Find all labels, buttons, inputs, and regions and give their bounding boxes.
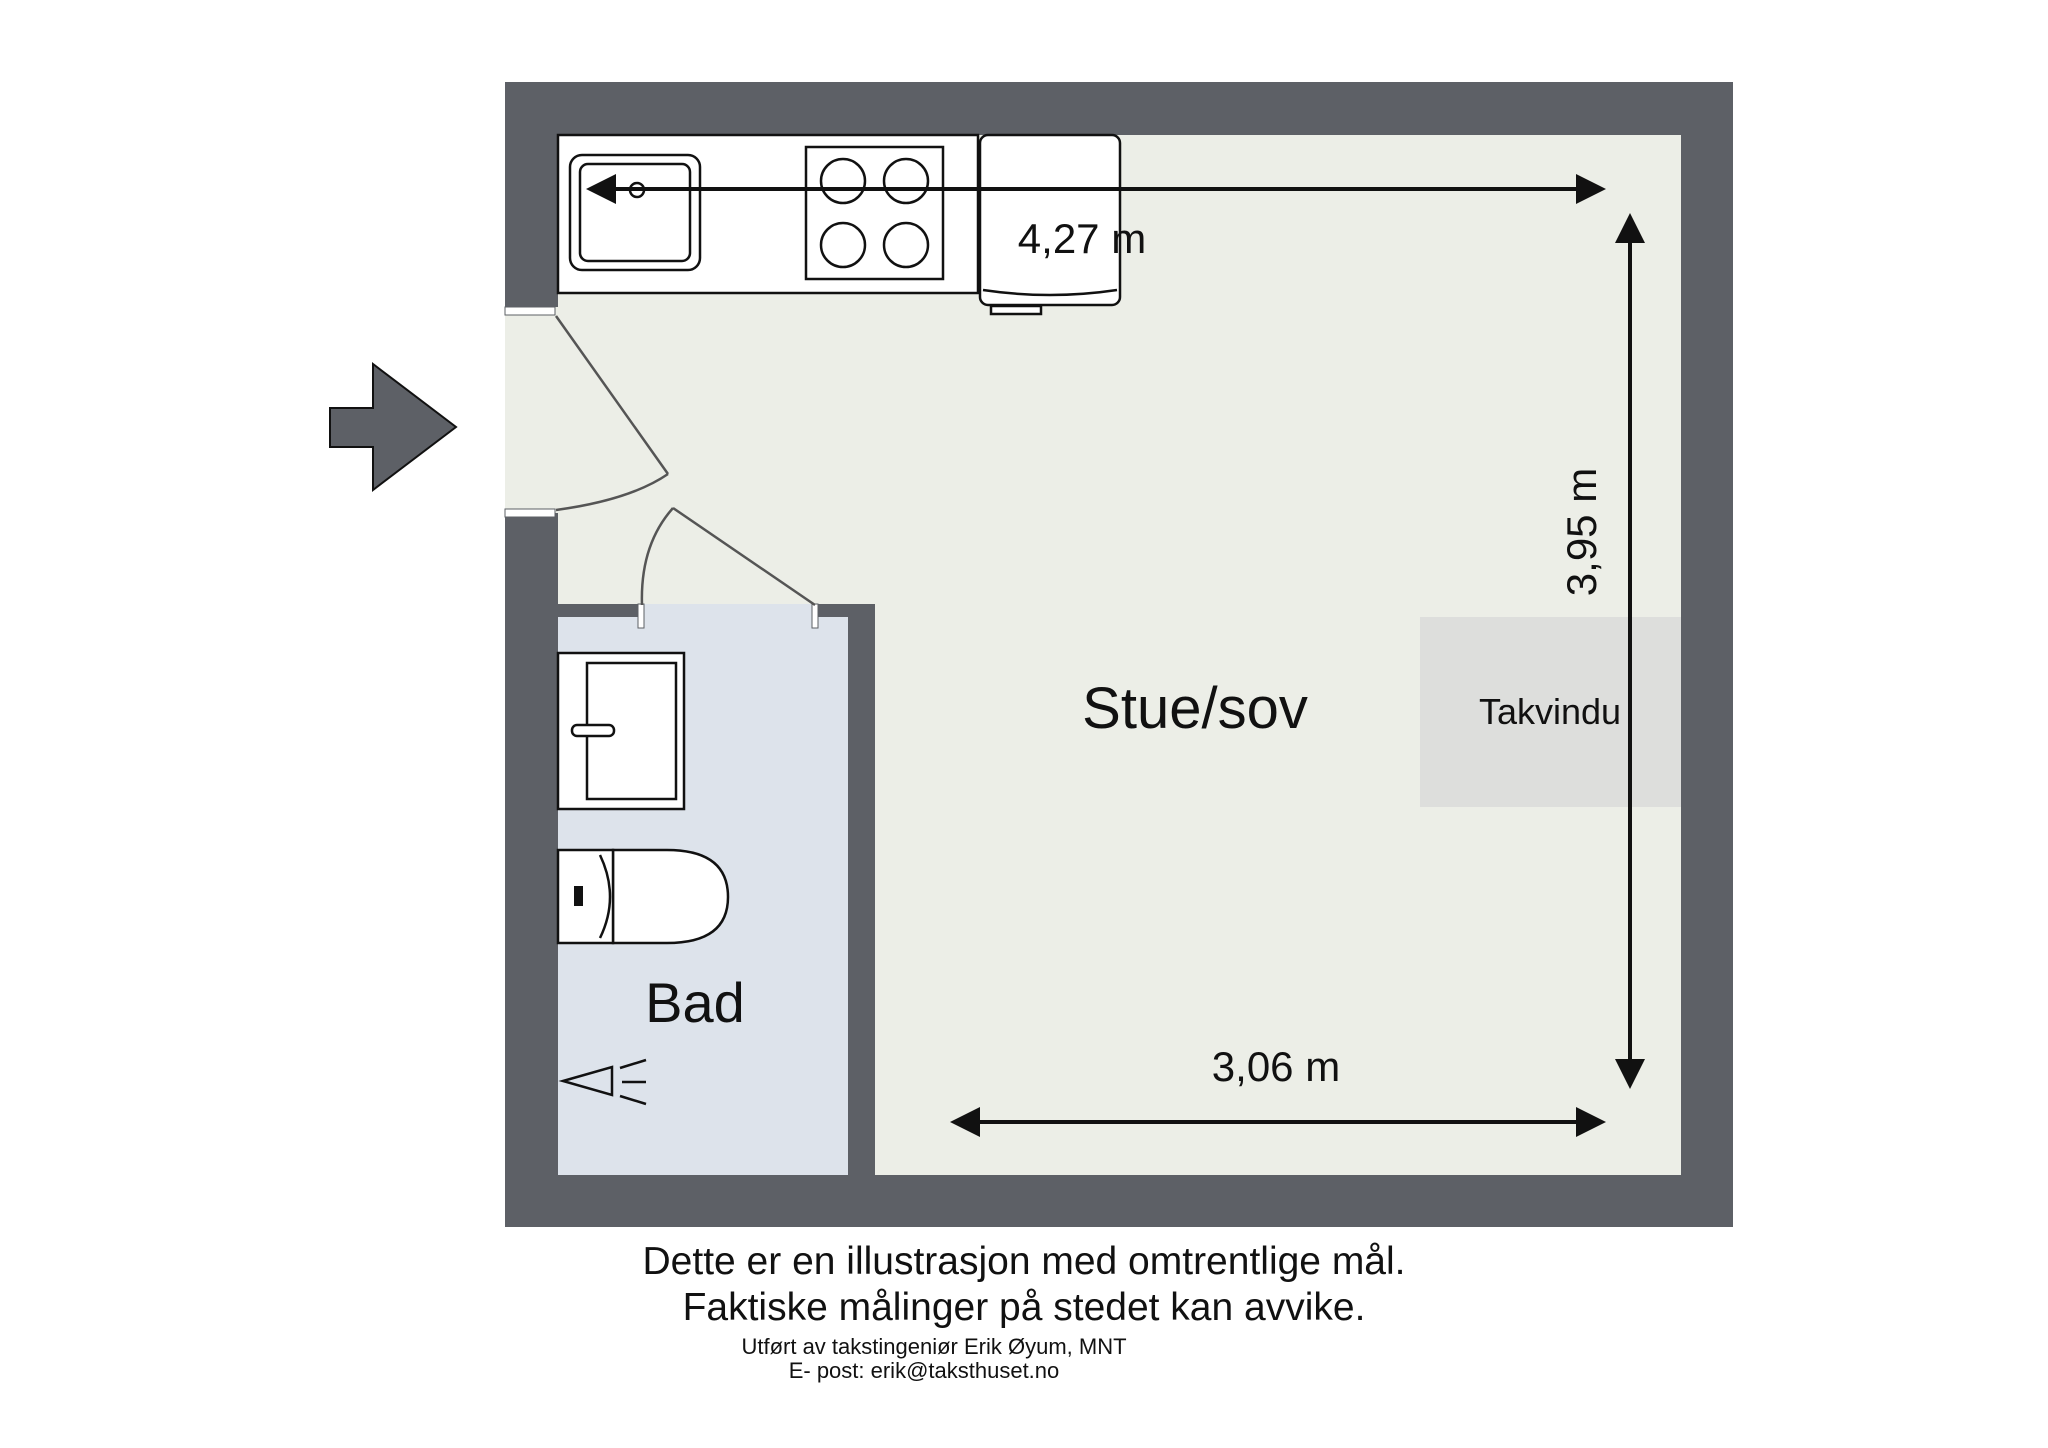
disclaimer-line-2: Faktiske målinger på stedet kan avvike.	[682, 1286, 1366, 1329]
skylight-label: Takvindu	[1479, 691, 1621, 732]
living-room-label: Stue/sov	[1082, 676, 1308, 741]
entrance-jamb-bottom	[504, 508, 556, 518]
fridge-icon	[978, 133, 1122, 316]
bath-jamb-right	[811, 603, 819, 629]
stove-icon	[804, 145, 945, 281]
shower-icon	[558, 1058, 647, 1106]
washbasin-icon	[556, 651, 686, 811]
entrance-arrow-icon	[329, 361, 458, 493]
dimension-width-bottom-label: 3,06 m	[1212, 1043, 1340, 1090]
skylight-area	[1420, 617, 1681, 807]
dimension-height-right	[1615, 213, 1645, 1089]
bath-door-swing	[640, 506, 816, 607]
entrance-opening	[505, 307, 558, 513]
bath-wall-right	[848, 604, 875, 1175]
bath-jamb-left	[637, 603, 645, 629]
credits-author: Utført av takstingeniør Erik Øyum, MNT	[741, 1334, 1127, 1359]
entrance-door-swing	[554, 315, 670, 512]
bathroom-label: Bad	[645, 971, 745, 1034]
dimension-height-right-label: 3,95 m	[1558, 468, 1605, 596]
toilet-icon	[556, 848, 730, 945]
dimension-width-bottom	[950, 1107, 1606, 1137]
disclaimer-line-1: Dette er en illustrasjon med omtrentlige…	[642, 1240, 1406, 1283]
bath-door-opening	[641, 604, 815, 617]
kitchen-counter	[556, 133, 1122, 316]
entrance-jamb-top	[504, 306, 556, 316]
credits-email: E- post: erik@taksthuset.no	[788, 1358, 1060, 1383]
dimension-width-top	[586, 174, 1606, 204]
dimension-width-top-label: 4,27 m	[1018, 215, 1146, 262]
sink-icon	[568, 153, 702, 272]
